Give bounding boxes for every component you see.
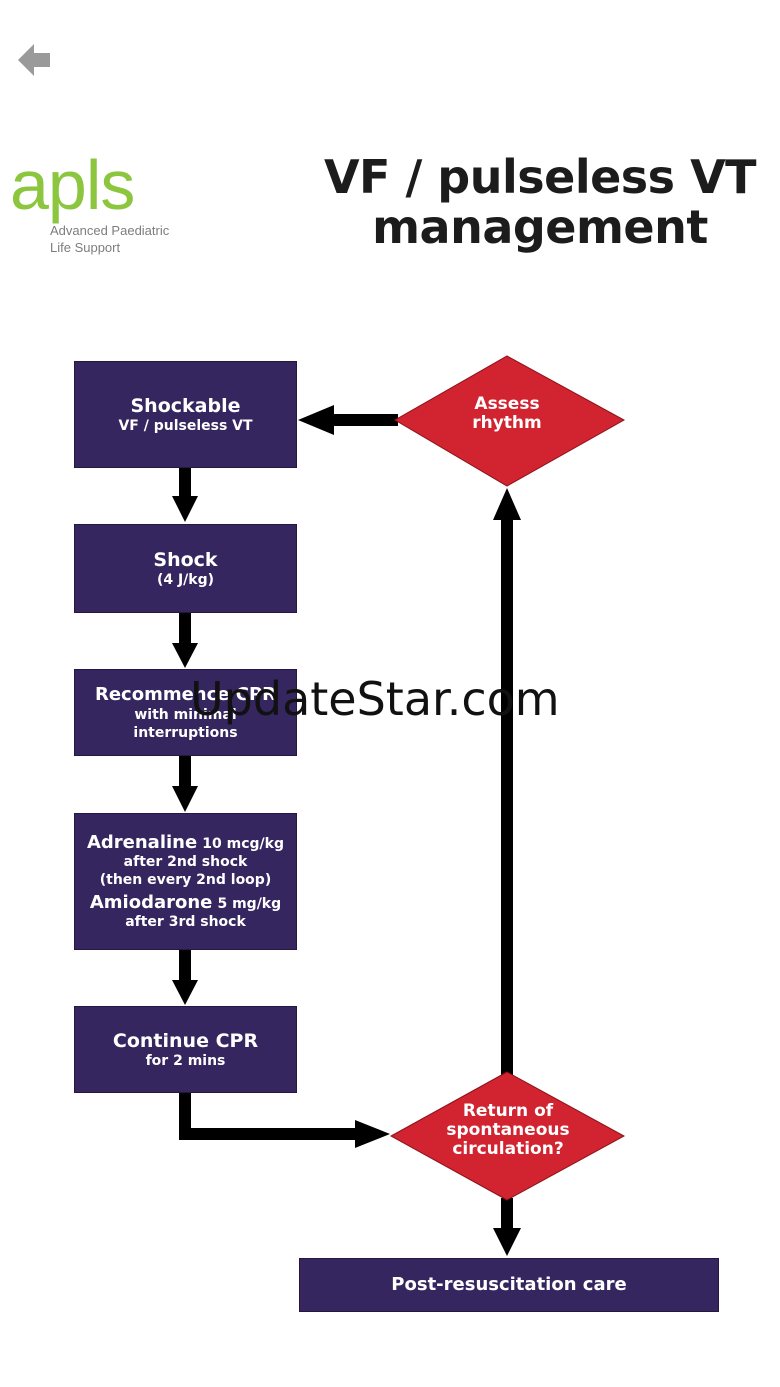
continue-cpr-box: Continue CPR for 2 mins bbox=[74, 1006, 297, 1093]
amiodarone-line: Amiodarone 5 mg/kg bbox=[90, 892, 281, 913]
post-resuscitation-box: Post-resuscitation care bbox=[299, 1258, 719, 1312]
arrow-assess-to-shockable bbox=[298, 405, 398, 435]
recommence-cpr-sub2: interruptions bbox=[133, 724, 238, 741]
amiodarone-when: after 3rd shock bbox=[125, 914, 246, 930]
drugs-box: Adrenaline 10 mcg/kg after 2nd shock (th… bbox=[74, 813, 297, 950]
assess-rhythm-line2: rhythm bbox=[472, 413, 542, 433]
logo-subtitle-line1: Advanced Paediatric bbox=[50, 223, 170, 238]
rosc-line2: spontaneous bbox=[446, 1120, 570, 1140]
page-title-line2: management bbox=[372, 200, 708, 254]
recommence-cpr-title: Recommence CPR bbox=[94, 683, 277, 705]
arrow-drugs-to-continue bbox=[172, 950, 198, 1005]
amiodarone-dose: 5 mg/kg bbox=[217, 896, 282, 912]
arrow-cpr-to-drugs bbox=[172, 756, 198, 812]
logo-subtitle-line2: Life Support bbox=[50, 240, 121, 255]
rosc-line3: circulation? bbox=[452, 1139, 564, 1159]
rosc-line1: Return of bbox=[462, 1101, 554, 1121]
arrow-shockable-to-shock bbox=[172, 468, 198, 522]
adrenaline-dose: 10 mcg/kg bbox=[202, 836, 285, 852]
apls-logo: apls Advanced Paediatric Life Support bbox=[10, 150, 210, 265]
adrenaline-repeat: (then every 2nd loop) bbox=[99, 872, 272, 888]
arrow-continue-to-rosc bbox=[179, 1092, 390, 1148]
back-arrow-icon bbox=[18, 44, 50, 76]
shock-title: Shock bbox=[153, 548, 218, 571]
page-title-line1: VF / pulseless VT bbox=[323, 150, 757, 204]
post-resuscitation-title: Post-resuscitation care bbox=[391, 1274, 627, 1295]
assess-rhythm-label: Assess rhythm bbox=[440, 395, 574, 433]
shock-sub: (4 J/kg) bbox=[156, 571, 215, 588]
assess-rhythm-diamond bbox=[394, 355, 626, 487]
arrow-rosc-to-post bbox=[493, 1198, 521, 1256]
continue-cpr-title: Continue CPR bbox=[112, 1029, 259, 1052]
page-title: VF / pulseless VT management bbox=[300, 152, 780, 252]
arrow-shock-to-cpr bbox=[172, 613, 198, 668]
shock-box: Shock (4 J/kg) bbox=[74, 524, 297, 613]
amiodarone-label: Amiodarone bbox=[89, 892, 213, 913]
adrenaline-line: Adrenaline 10 mcg/kg bbox=[87, 832, 284, 853]
adrenaline-label: Adrenaline bbox=[86, 832, 198, 853]
shockable-box: Shockable VF / pulseless VT bbox=[74, 361, 297, 468]
continue-cpr-sub: for 2 mins bbox=[145, 1052, 226, 1069]
recommence-cpr-sub1: with minimal bbox=[134, 706, 237, 723]
arrow-rosc-to-assess bbox=[493, 488, 521, 1075]
shockable-sub: VF / pulseless VT bbox=[118, 417, 253, 434]
rosc-diamond bbox=[389, 1071, 626, 1201]
assess-rhythm-line1: Assess bbox=[474, 394, 540, 414]
recommence-cpr-box: Recommence CPR with minimal interruption… bbox=[74, 669, 297, 756]
shockable-title: Shockable bbox=[130, 394, 241, 417]
logo-mark: apls bbox=[10, 146, 135, 224]
adrenaline-when: after 2nd shock bbox=[123, 854, 248, 870]
back-button[interactable] bbox=[14, 38, 58, 82]
rosc-label: Return of spontaneous circulation? bbox=[425, 1102, 591, 1159]
